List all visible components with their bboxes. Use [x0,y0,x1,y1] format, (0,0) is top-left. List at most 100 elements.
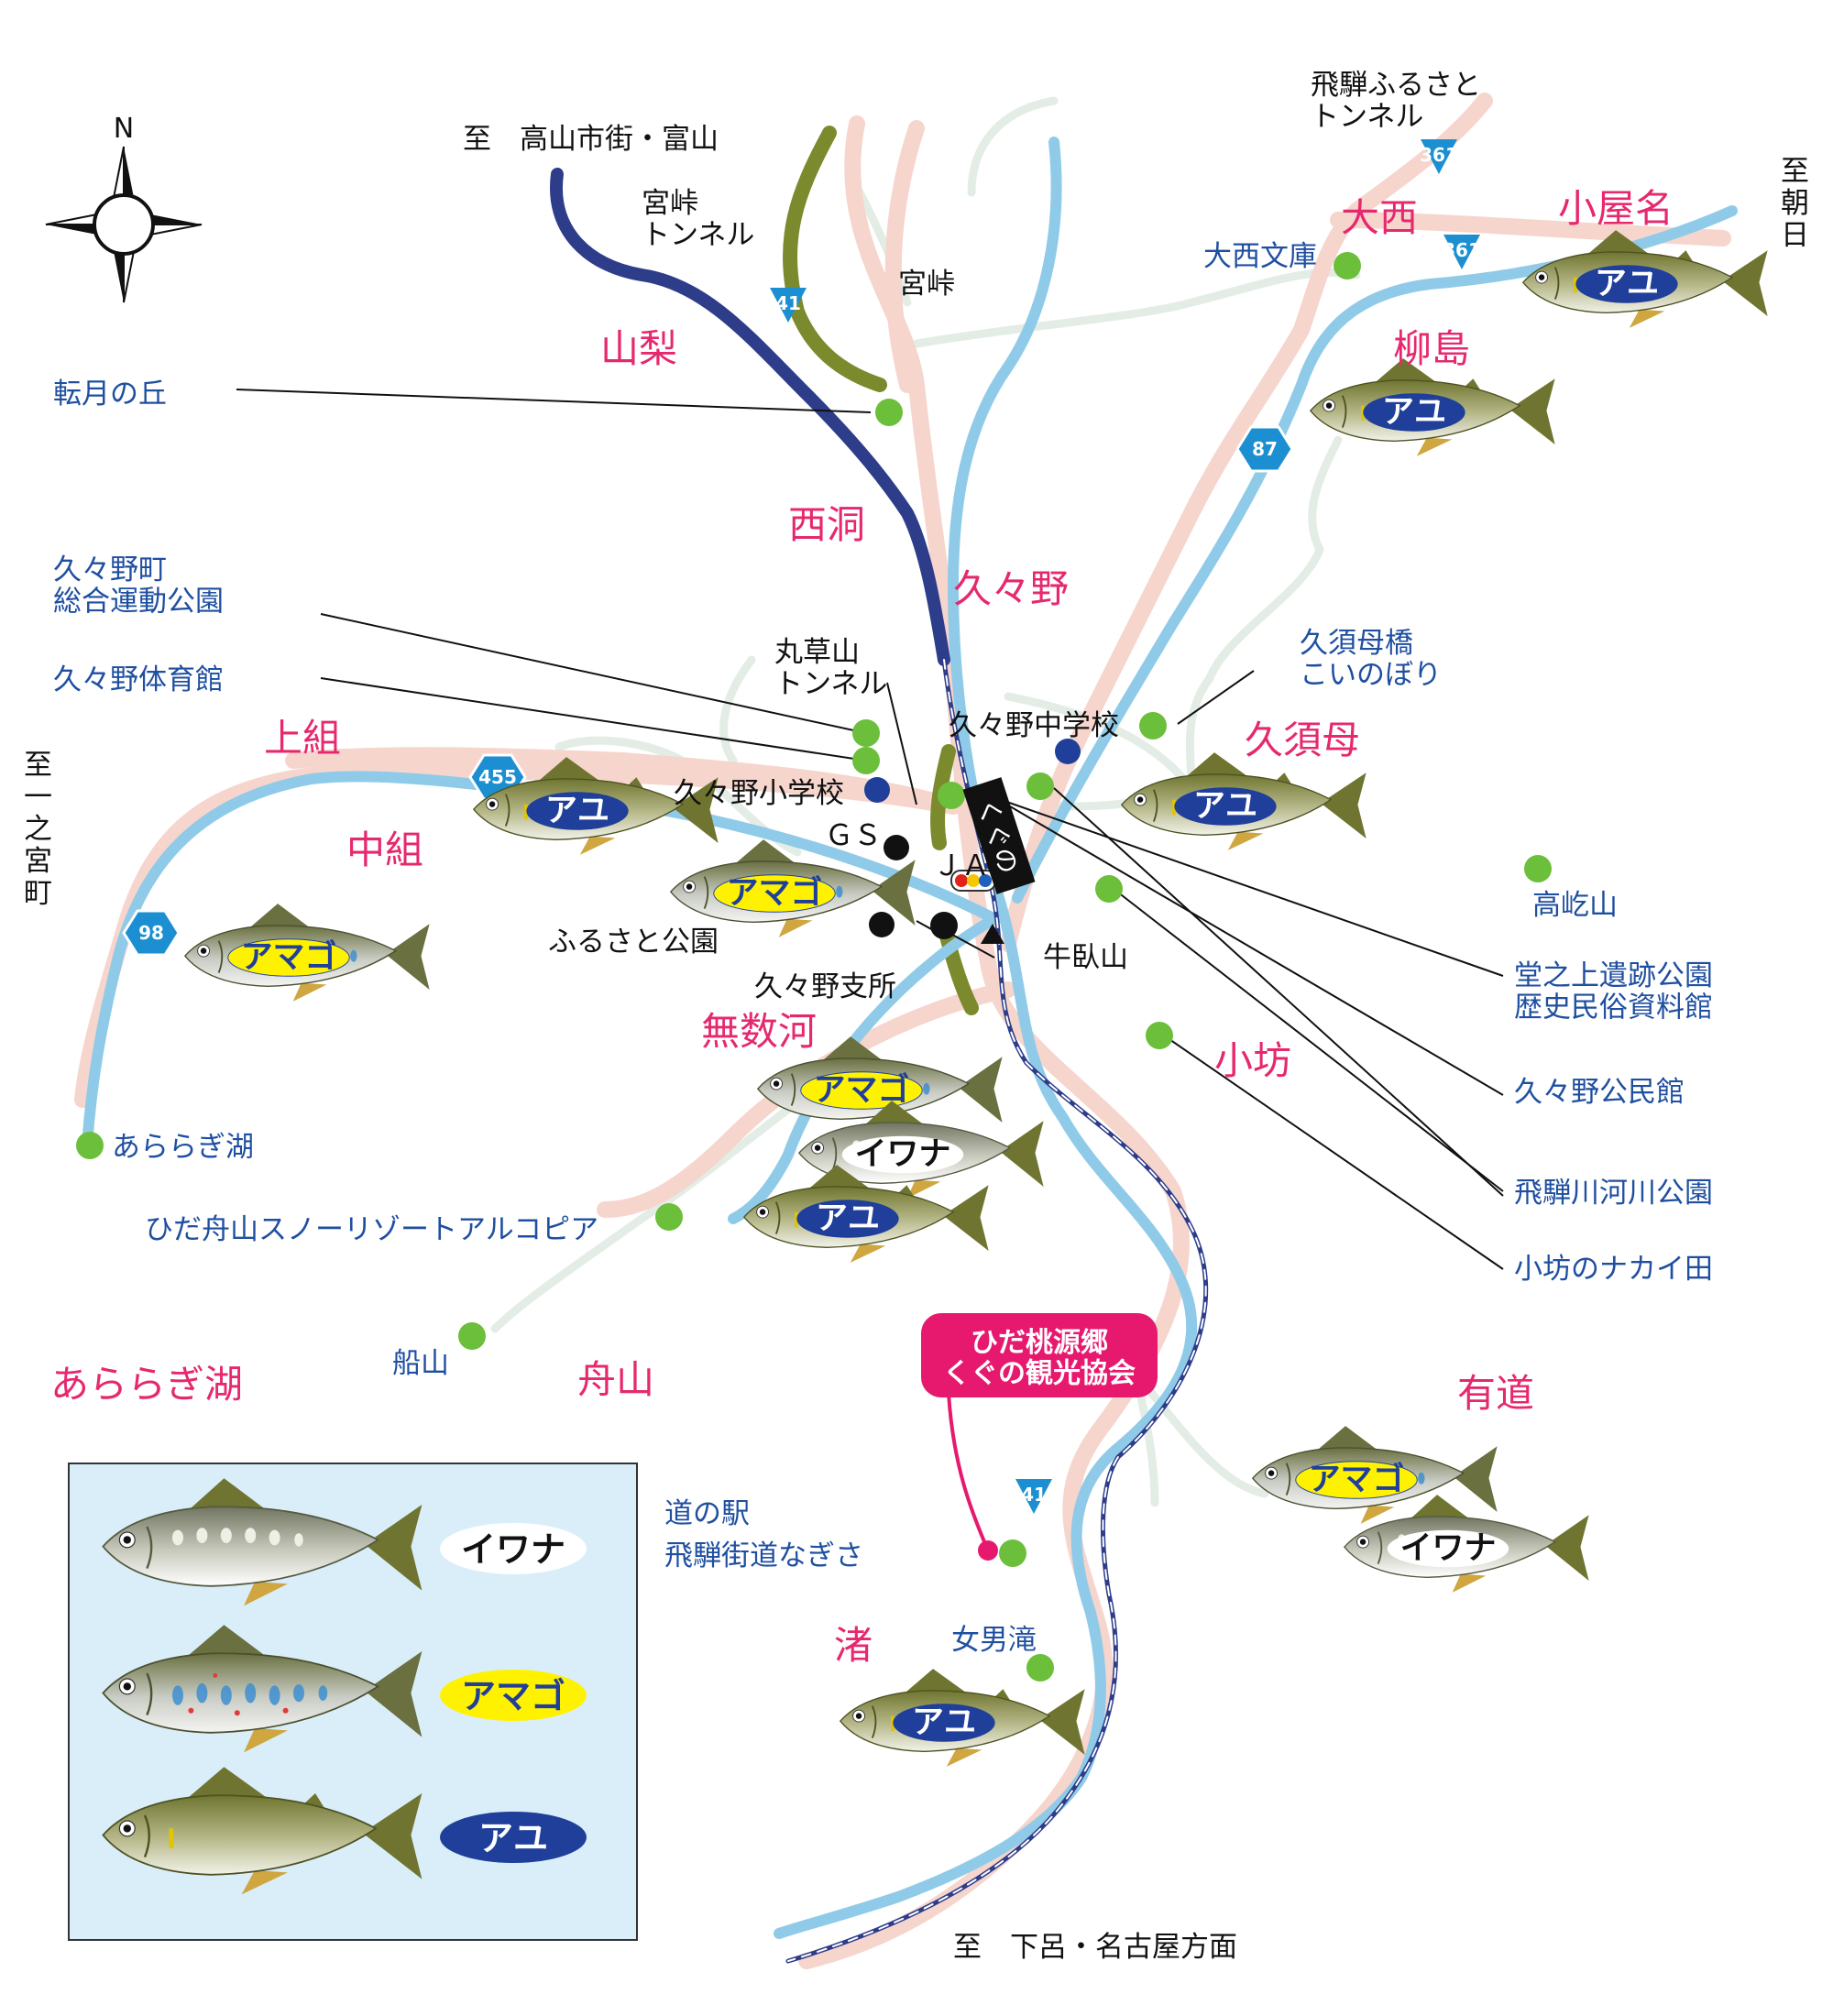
label-alcopia: ひだ舟山スノーリゾートアルコピア [145,1213,598,1246]
fish-badge-label: アユ [545,793,609,829]
fish-mukasagawa-amago: アマゴ [756,1035,1004,1135]
label-michinoeki: 道の駅飛騨街道なぎさ [664,1497,863,1572]
label-marukusayama: 丸草山トンネル [774,636,887,701]
fish-badge [800,1071,923,1110]
fish-badge-label: アマゴ [241,938,337,976]
label-nagisa: 渚 [834,1623,873,1668]
fish-badge [893,1704,995,1742]
fish-badge-label: イワナ [855,1136,951,1173]
poi-dots [76,252,1552,1682]
fish-badge [1295,1461,1418,1499]
label-araragiko: あららぎ湖 [112,1131,254,1164]
fish-badge [1387,1529,1509,1568]
label-junior-high: 久々野中学校 [949,709,1119,742]
fish-badge [1174,787,1277,826]
fish-badge-label: アユ [1382,394,1446,431]
fish-kusumo-ayu: アユ [1119,751,1368,852]
label-funayama-area: 舟山 [577,1357,654,1402]
fish-badge-label: アマゴ [1309,1461,1405,1498]
route-87-label: 87 [1252,438,1278,460]
fish-badge [1575,265,1678,303]
fish-nakagumi-amago: アマゴ [183,903,431,1003]
legend-ayu-label: アユ [478,1818,548,1858]
fish-badge [713,874,836,913]
label-ichinomiya: 至一之宮町 [18,750,51,910]
fish-mukasagawa-iwana: イワナ [797,1100,1045,1200]
fish-badge-label: アユ [1595,266,1659,302]
label-gym: 久々野体育館 [53,663,224,696]
label-kasen-park: 飛騨川河川公園 [1514,1177,1713,1210]
fish-mukasagawa-ayu: アユ [742,1163,991,1265]
fish-badge [796,1200,899,1238]
school-dots [864,739,1081,803]
legend-amago-badge [440,1670,587,1721]
railway [550,168,1209,1964]
label-kusumo: 久須母 [1245,718,1360,762]
route-98-label: 98 [138,922,164,944]
route-361-label-north: 361 [1420,144,1458,166]
route-41-label-north: 41 [775,292,801,314]
fish-kamigumi-ayu: アユ [472,755,720,857]
association-badge: ひだ桃源郷くぐの観光協会 [921,1313,1158,1397]
label-koyana: 小屋名 [1558,186,1674,231]
label-yamanashi: 山梨 [600,326,677,371]
route-455-label: 455 [478,766,517,788]
label-araragiko-area: あららぎ湖 [50,1362,243,1407]
label-onishi-bunko: 大西文庫 [1203,240,1317,273]
label-furusato-park: ふるさと公園 [548,926,719,959]
compass-rose-icon [45,146,203,303]
legend-ayu-badge [440,1812,587,1863]
label-donoue: 堂之上遺跡公園歴史民俗資料館 [1514,959,1713,1024]
label-aridou: 有道 [1457,1371,1534,1416]
ja-signal-icon [950,870,996,892]
fish-koyana-ayu: アユ [1520,228,1770,330]
label-takagirayama: 高屹山 [1532,889,1618,922]
mountain-icon [981,924,1004,944]
fish-yanagishima-ayu: アユ [1308,356,1557,458]
label-hida-furusato: 飛騨ふるさとトンネル [1311,69,1481,134]
label-kobo: 小坊 [1214,1038,1291,1083]
fish-badge [227,938,350,977]
compass-north-label: N [114,113,134,145]
legend-iwana-label: イワナ [461,1529,565,1570]
label-nishibora: 西洞 [788,502,865,547]
label-sogo-park: 久々野町総合運動公園 [53,553,224,619]
label-funayama: 船山 [392,1347,449,1380]
legend-iwana-badge [440,1523,587,1574]
label-takayama: 至 高山市街・富山 [463,123,719,156]
label-mukasagawa: 無数河 [701,1009,817,1054]
label-tengetsu: 転月の丘 [53,378,167,411]
label-gs: ＧＳ [825,819,882,852]
label-miyatoge: 宮峠トンネル [642,187,754,252]
label-meotodaki: 女男滝 [951,1624,1037,1657]
label-ja: ＪＡ [933,849,990,882]
route-361-label-east: 361 [1443,239,1481,261]
label-ushibuse: 牛臥山 [1043,941,1128,974]
fish-aridou-amago: アマゴ [1251,1425,1498,1525]
association-pointer [947,1392,990,1551]
leader-lines [236,389,1504,1270]
fish-nishibora-amago: アマゴ [669,838,916,938]
association-label: ひだ桃源郷くぐの観光協会 [943,1327,1136,1390]
fish-badge [841,1135,964,1174]
label-gero: 至 下呂・名古屋方面 [953,1931,1237,1964]
label-nakagumi: 中組 [346,827,423,872]
label-onishi: 大西 [1341,195,1418,240]
fish-badge [1363,393,1465,432]
label-nakaida: 小坊のナカイ田 [1514,1253,1713,1286]
fish-nagisa-ayu: アユ [839,1667,1087,1769]
fish-badge-label: イワナ [1400,1530,1497,1567]
fish-badge-label: アユ [912,1704,976,1741]
label-asahi: 至朝日 [1775,156,1808,252]
legend-amago-label: アマゴ [461,1676,565,1716]
facility-dots [862,835,958,939]
label-elementary: 久々野小学校 [674,777,844,810]
fish-badge-label: アユ [1193,788,1257,825]
label-miyatoge: 宮峠 [898,268,955,301]
route-41-label-south: 41 [1021,1484,1047,1506]
fish-badge-label: アユ [816,1200,880,1237]
label-branch-office: 久々野支所 [754,970,896,1003]
label-kamigumi: 上組 [264,716,341,761]
kuguno-station: くぐの [962,777,1036,894]
label-yanagishima: 柳島 [1393,326,1470,371]
